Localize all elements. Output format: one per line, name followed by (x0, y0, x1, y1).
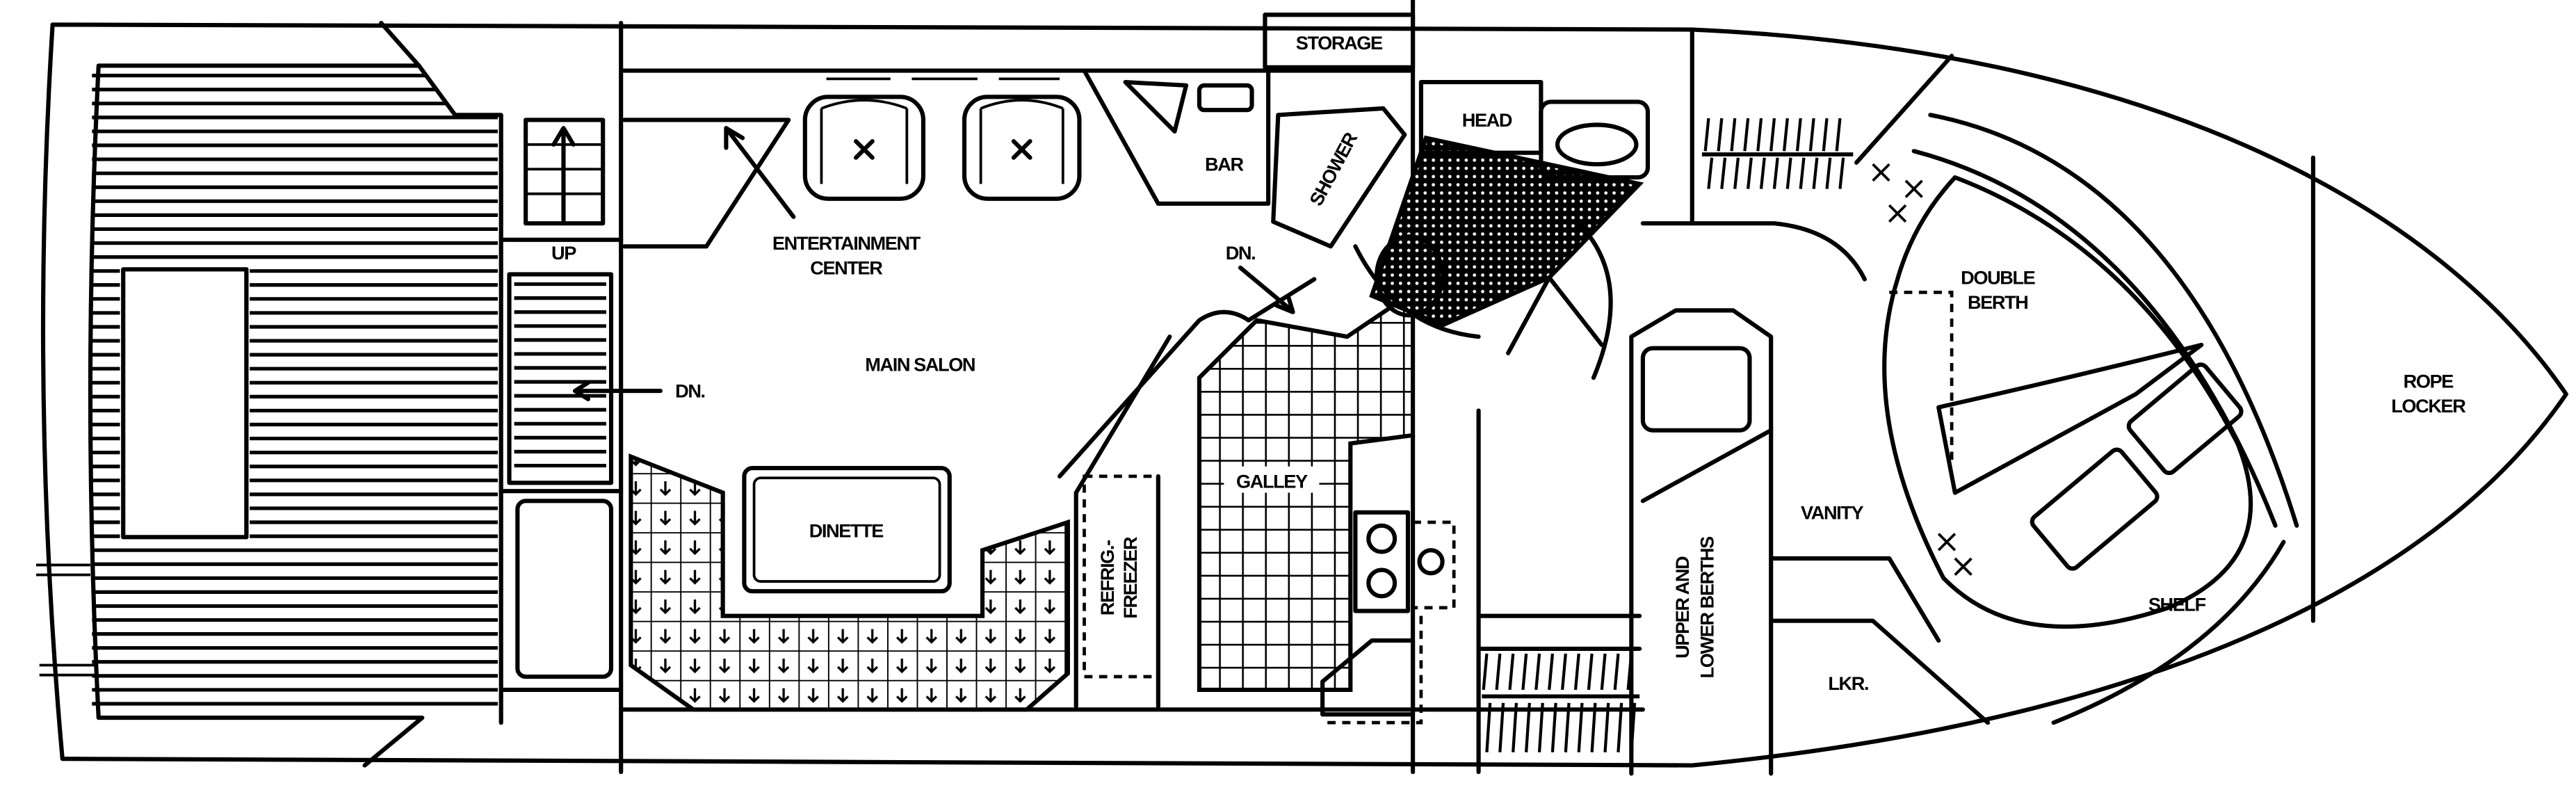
label-lkr: LKR. (1828, 672, 1868, 694)
hatch-line (1743, 118, 1750, 152)
hatch-line (1717, 118, 1724, 152)
hatch-line (1795, 118, 1802, 152)
pointer-arrow-icon (724, 126, 796, 219)
hatch-line (1769, 118, 1776, 152)
toilet (1375, 234, 1445, 318)
hatch-line (1534, 653, 1541, 691)
hatch-line (1613, 653, 1620, 691)
berth-bunks (1629, 308, 1774, 776)
hatch-line (1617, 702, 1623, 752)
hatch-line (1485, 702, 1492, 752)
label-dinette: DINETTE (809, 519, 884, 541)
label-dn-cockpit: DN. (675, 380, 705, 402)
hatch-line (1799, 157, 1806, 189)
hatch-line (1560, 653, 1567, 691)
hatch-line (1759, 157, 1766, 189)
hatch-line (1508, 653, 1515, 691)
label-shelf: SHELF (2148, 594, 2206, 615)
stove (1353, 510, 1456, 613)
chair (962, 95, 1082, 201)
hatch-line (1564, 702, 1571, 752)
hatch-line (1707, 157, 1714, 189)
dinette-settee (629, 453, 1070, 712)
hatch-line (1808, 118, 1815, 152)
hatch-line (1600, 653, 1607, 691)
label-up: UP (551, 242, 576, 264)
hatch-line (1587, 653, 1594, 691)
hatch-line (1812, 157, 1819, 189)
hatch-line (1825, 157, 1832, 189)
refrigerator-freezer (1083, 474, 1160, 679)
label-double-berth-2: BERTH (1968, 291, 2027, 313)
label-double-berth-1: DOUBLE (1961, 267, 2035, 289)
label-rope-locker-1: ROPE (2404, 370, 2454, 392)
double-berth (1882, 175, 2253, 629)
arrow-up-icon (551, 126, 576, 223)
label-refrig-1: REFRIG.- (1096, 540, 1118, 615)
shower-stall (1271, 106, 1407, 249)
hatch-line (1495, 653, 1502, 691)
hatch-line (1730, 118, 1737, 152)
label-head: HEAD (1462, 109, 1512, 131)
hatch-line (1733, 157, 1740, 189)
hatch-line (1590, 702, 1597, 752)
entertainment-center (622, 118, 791, 249)
hatch-line (1573, 653, 1580, 691)
label-bar: BAR (1205, 154, 1244, 175)
label-entertainment-1: ENTERTAINMENT (772, 232, 921, 254)
label-refrig-2: FREEZER (1119, 536, 1141, 619)
hanging-locker (1701, 118, 1854, 189)
hatch-line (1782, 118, 1789, 152)
label-rope-locker-2: LOCKER (2391, 395, 2466, 417)
bar-counter (1082, 68, 1271, 206)
hatch-line (1524, 702, 1531, 752)
hatch-line (1703, 118, 1710, 152)
hatch-line (1577, 702, 1584, 752)
hatch-line (1746, 157, 1753, 189)
hatch-line (1548, 653, 1555, 691)
hanging-locker (1482, 653, 1640, 752)
label-berths-1: UPPER AND (1671, 556, 1693, 659)
hatch-line (1603, 702, 1610, 752)
arrow-dn-cockpit-icon (572, 380, 663, 401)
hatch-line (1772, 157, 1779, 189)
label-dn-galley: DN. (1226, 242, 1256, 264)
hatch-line (1498, 702, 1505, 752)
label-shower: SHOWER (1305, 128, 1362, 209)
label-berths-2: LOWER BERTHS (1696, 536, 1717, 679)
head-sink-counter (1539, 99, 1651, 180)
hatch-line (1785, 157, 1792, 189)
galley-walkway-wall (1057, 277, 1317, 709)
hatch-line (1822, 118, 1829, 152)
dinette-table (742, 466, 952, 594)
hatch-line (1838, 157, 1845, 189)
swim-platform-marks (35, 563, 96, 677)
hatch-line (1482, 653, 1489, 691)
label-galley: GALLEY (1236, 470, 1308, 492)
hatch-line (1537, 702, 1544, 752)
hatch-line (1550, 702, 1557, 752)
hatch-line (1835, 118, 1842, 152)
hatch-line (1720, 157, 1727, 189)
label-storage: STORAGE (1296, 32, 1383, 54)
cushion-stars (1872, 163, 1972, 576)
hatch-line (1521, 653, 1528, 691)
cockpit-deck (88, 20, 503, 768)
door-swing (1353, 219, 1613, 380)
label-entertainment-2: CENTER (810, 257, 883, 278)
label-main-salon: MAIN SALON (865, 354, 975, 376)
chair (802, 95, 926, 201)
head-sink (1555, 122, 1639, 167)
hull-outline (40, 22, 2568, 768)
hatch-line (1756, 118, 1763, 152)
hatch-line (1512, 702, 1518, 752)
companionway-stairs (499, 118, 624, 693)
label-vanity: VANITY (1801, 501, 1863, 523)
